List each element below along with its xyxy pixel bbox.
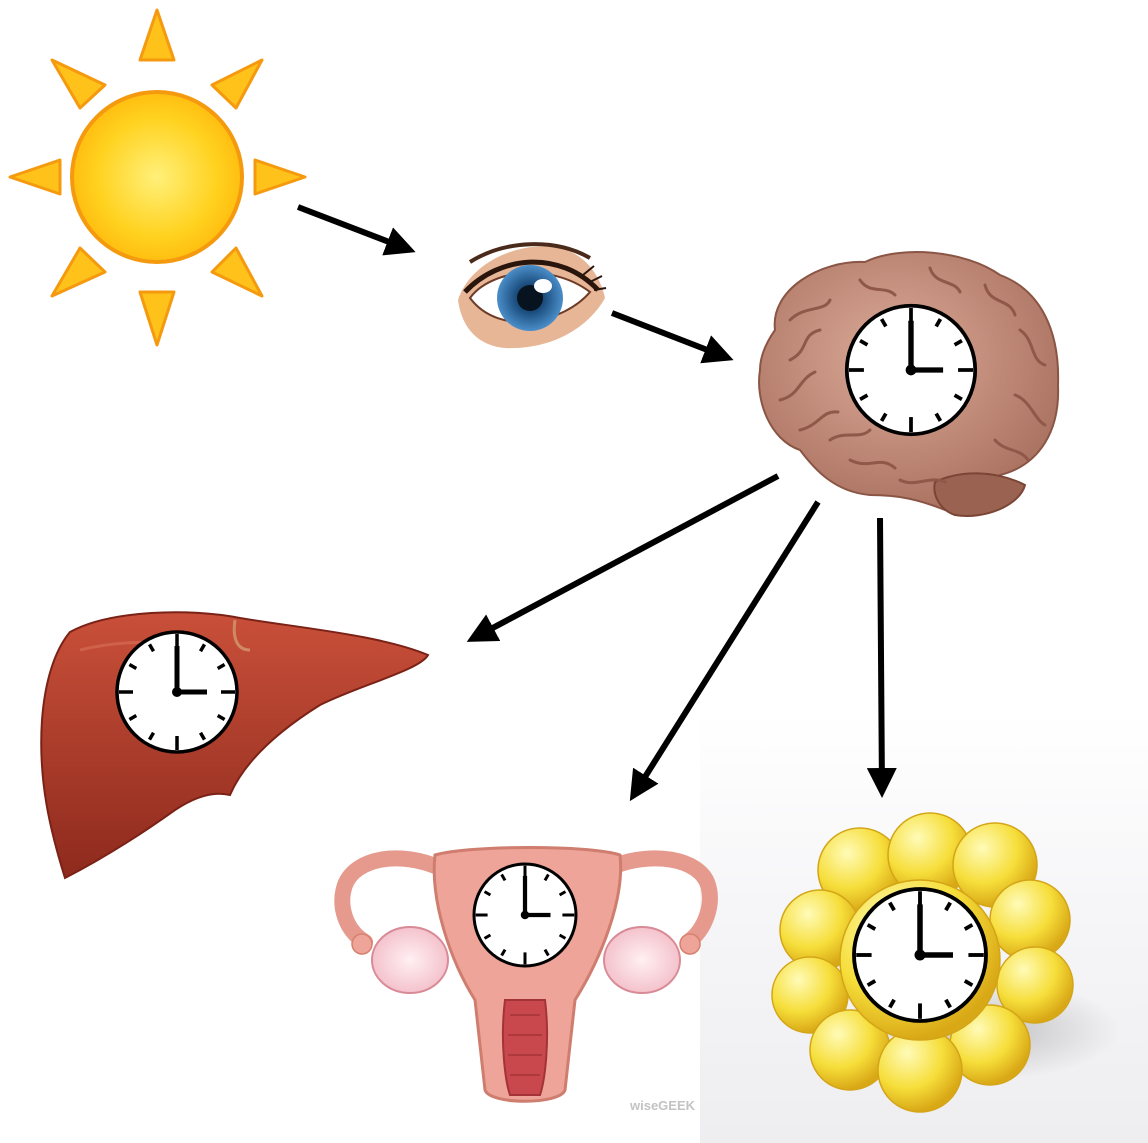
uterus-icon: [342, 848, 710, 1102]
arrow-brain-to-fat: [880, 518, 882, 792]
brain-icon: [759, 252, 1058, 516]
sun-icon: [10, 10, 305, 345]
arrow-eye-to-brain: [612, 313, 728, 358]
arrow-brain-to-uterus: [633, 502, 818, 796]
eye-icon: [458, 244, 606, 348]
arrow-sun-to-eye: [298, 207, 410, 250]
fat-tissue-icon: [772, 813, 1120, 1112]
liver-icon: [41, 612, 428, 878]
arrow-brain-to-liver: [472, 476, 778, 639]
watermark: wiseGEEK: [629, 1098, 696, 1113]
